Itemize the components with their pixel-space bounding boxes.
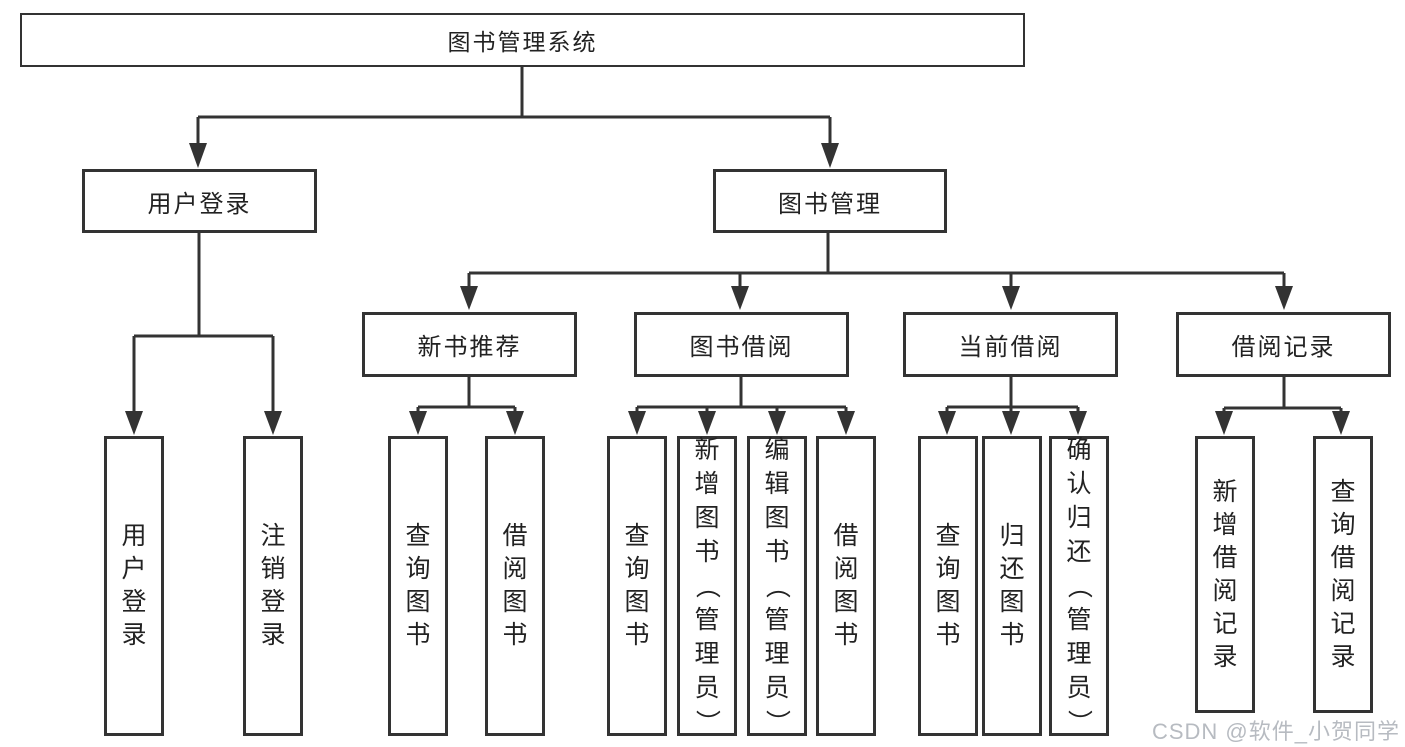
leaf-label: 编辑图书（管理员） <box>763 436 791 735</box>
leaf-query-books-recommend: 查询图书 <box>388 436 448 736</box>
leaf-label: 查询借阅记录 <box>1330 477 1356 671</box>
node-label: 图书管理 <box>778 190 882 218</box>
leaf-label: 查询图书 <box>624 522 650 649</box>
leaf-add-borrow-record: 新增借阅记录 <box>1195 436 1255 713</box>
leaf-label: 查询图书 <box>935 522 961 649</box>
node-label: 用户登录 <box>147 190 252 218</box>
leaf-borrow-books: 借阅图书 <box>816 436 876 736</box>
leaf-confirm-return-admin: 确认归还（管理员） <box>1049 436 1109 736</box>
leaf-label: 用户登录 <box>121 522 147 649</box>
leaf-label: 查询图书 <box>405 522 431 649</box>
node-label: 当前借阅 <box>958 334 1063 361</box>
leaf-label: 借阅图书 <box>833 522 859 649</box>
leaf-label: 归还图书 <box>999 522 1025 649</box>
leaf-edit-books-admin: 编辑图书（管理员） <box>747 436 807 736</box>
node-book-borrow: 图书借阅 <box>634 312 849 377</box>
node-borrow-record: 借阅记录 <box>1176 312 1391 377</box>
leaf-label: 确认归还（管理员） <box>1065 436 1093 735</box>
leaf-user-login: 用户登录 <box>104 436 164 736</box>
node-new-book-recommend: 新书推荐 <box>362 312 577 377</box>
csdn-watermark: CSDN @软件_小贺同学 <box>1151 719 1400 744</box>
node-book-management: 图书管理 <box>713 169 947 233</box>
leaf-query-books-borrow: 查询图书 <box>607 436 667 736</box>
leaf-label: 借阅图书 <box>502 522 528 649</box>
node-user-login: 用户登录 <box>82 169 317 233</box>
leaf-add-books-admin: 新增图书（管理员） <box>677 436 737 736</box>
leaf-label: 注销登录 <box>260 522 286 649</box>
node-current-borrow: 当前借阅 <box>903 312 1118 377</box>
leaf-return-books: 归还图书 <box>982 436 1042 736</box>
node-label: 借阅记录 <box>1231 334 1336 361</box>
leaf-borrow-books-recommend: 借阅图书 <box>485 436 545 736</box>
node-label: 图书管理系统 <box>447 29 598 55</box>
arrowheads <box>125 143 1350 435</box>
node-label: 图书借阅 <box>689 334 794 361</box>
leaf-label: 新增借阅记录 <box>1212 477 1238 671</box>
leaf-logout: 注销登录 <box>243 436 303 736</box>
node-library-management-system: 图书管理系统 <box>20 13 1025 67</box>
leaf-label: 新增图书（管理员） <box>693 436 721 735</box>
node-label: 新书推荐 <box>417 334 522 361</box>
leaf-query-borrow-record: 查询借阅记录 <box>1313 436 1373 713</box>
leaf-query-books-current: 查询图书 <box>918 436 978 736</box>
